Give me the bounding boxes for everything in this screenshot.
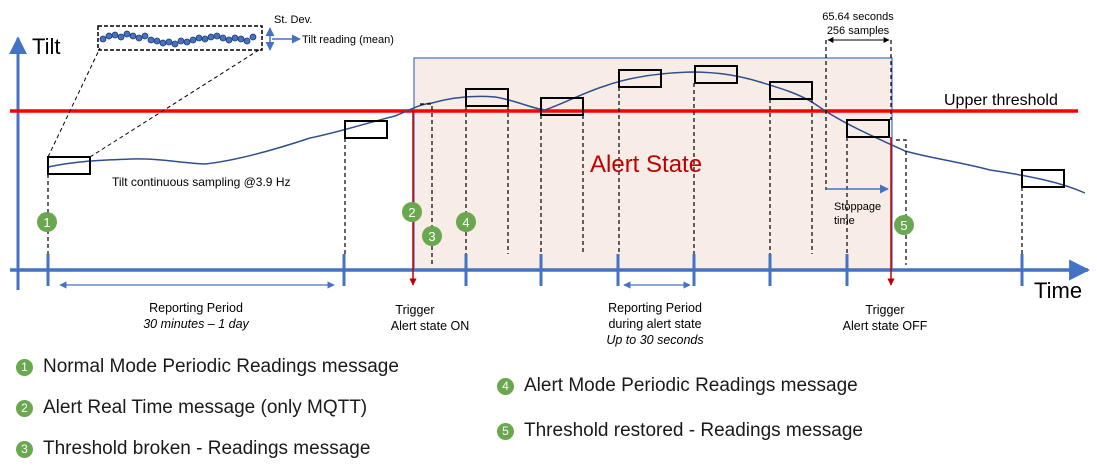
mean-label: Tilt reading (mean) <box>302 34 394 46</box>
legend-marker-1: 1 <box>16 358 33 376</box>
legend-item-5: 5 Threshold restored - Readings message <box>497 420 863 442</box>
x-axis-label: Time <box>1034 278 1082 303</box>
stoppage-seconds: 65.64 seconds <box>822 11 894 23</box>
bottom-labels: Reporting Period 30 minutes – 1 day Trig… <box>143 301 928 347</box>
marker-1: 1 <box>37 212 57 232</box>
sample-box-2 <box>344 120 388 139</box>
legend-marker-5: 5 <box>497 422 514 440</box>
trigger-off-label-2: Alert state OFF <box>843 319 928 333</box>
sample-box-5 <box>618 69 662 88</box>
svg-text:1: 1 <box>43 215 50 230</box>
inset-sample-points <box>99 30 257 48</box>
reporting-period-label: Reporting Period <box>149 301 243 315</box>
stoppage-label-2: time <box>834 215 855 227</box>
legend-item-1: 1 Normal Mode Periodic Readings message <box>16 356 399 378</box>
stoppage-label-1: Stoppage <box>834 201 881 213</box>
sample-boxes <box>47 65 1065 188</box>
legend-text-2: Alert Real Time message (only MQTT) <box>43 397 368 418</box>
trigger-on-label-2: Alert state ON <box>391 319 470 333</box>
sample-box-4 <box>540 97 584 116</box>
sample-box-8 <box>846 119 890 138</box>
legend-text-4: Alert Mode Periodic Readings message <box>524 375 858 396</box>
reporting-alert-label-3: Up to 30 seconds <box>606 333 703 347</box>
trigger-on-label-1: Trigger <box>395 303 434 317</box>
reporting-alert-label-1: Reporting Period <box>608 301 702 315</box>
legend-marker-2: 2 <box>16 399 33 417</box>
marker-circles: 1 2 3 4 5 <box>37 202 914 246</box>
legend-text-1: Normal Mode Periodic Readings message <box>43 356 399 377</box>
svg-text:4: 4 <box>462 215 469 230</box>
svg-text:3: 3 <box>428 229 435 244</box>
legend-marker-4: 4 <box>497 377 514 395</box>
sample-box-6 <box>694 65 738 84</box>
reporting-period-range: 30 minutes – 1 day <box>143 317 249 331</box>
sampling-label: Tilt continuous sampling @3.9 Hz <box>112 175 290 189</box>
legend-marker-3: 3 <box>16 440 33 458</box>
sample-box-9 <box>1021 169 1065 188</box>
marker-2: 2 <box>402 202 422 222</box>
svg-text:5: 5 <box>900 218 907 233</box>
sample-box-3 <box>465 88 509 107</box>
legend-item-3: 3 Threshold broken - Readings message <box>16 438 370 460</box>
marker-4: 4 <box>456 212 476 232</box>
legend-item-4: 4 Alert Mode Periodic Readings message <box>497 375 858 397</box>
sampling-inset: St. Dev. Tilt reading (mean) <box>47 14 394 158</box>
marker-3: 3 <box>422 226 442 246</box>
trigger-off-label-1: Trigger <box>865 303 904 317</box>
reporting-alert-label-2: during alert state <box>608 317 701 331</box>
svg-text:2: 2 <box>408 205 415 220</box>
sample-box-1 <box>47 156 91 175</box>
legend-text-3: Threshold broken - Readings message <box>43 438 371 459</box>
x-axis-ticks <box>46 254 1024 286</box>
y-axis-label: Tilt <box>32 34 61 59</box>
stoppage-samples: 256 samples <box>827 25 890 37</box>
inset-box <box>97 25 263 51</box>
legend-item-2: 2 Alert Real Time message (only MQTT) <box>16 397 367 419</box>
upper-threshold-label: Upper threshold <box>944 92 1058 109</box>
alert-state-label: Alert State <box>590 151 702 178</box>
legend-text-5: Threshold restored - Readings message <box>524 420 864 441</box>
marker-5: 5 <box>894 215 914 235</box>
dashed-guides <box>47 40 1023 265</box>
std-dev-label: St. Dev. <box>274 14 312 26</box>
sample-box-7 <box>769 81 813 100</box>
